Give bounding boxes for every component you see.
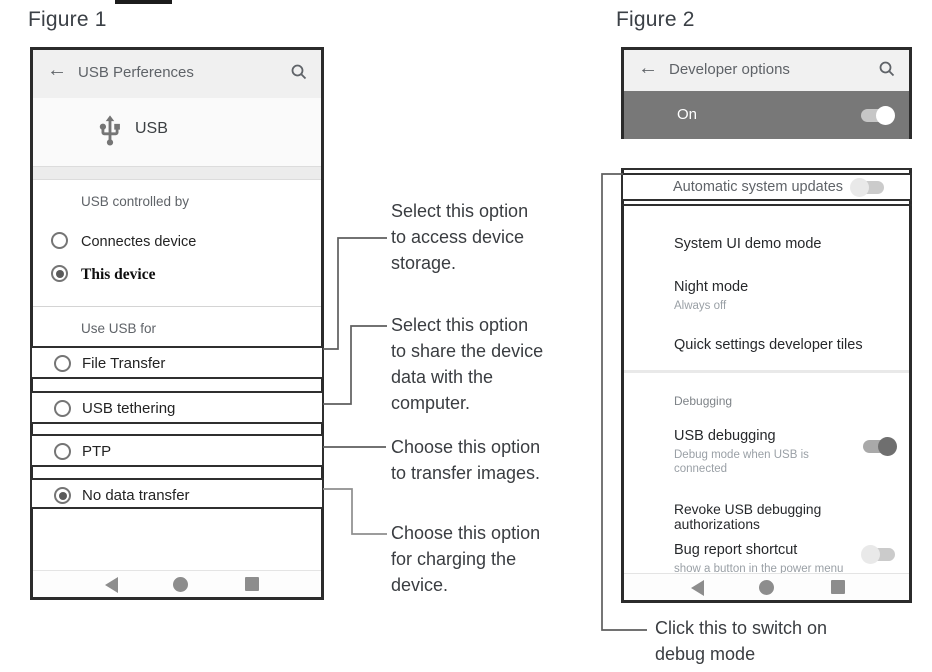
- radio-label: Connectes device: [81, 234, 197, 250]
- bug-report-shortcut-label: Bug report shortcut: [674, 542, 798, 558]
- screen-title: Developer options: [669, 61, 790, 78]
- callout-line: data with the: [391, 367, 494, 387]
- use-usb-for-label: Use USB for: [81, 321, 157, 336]
- developer-options-screen: ← Developer options On Automatic system …: [621, 47, 912, 603]
- android-nav-bar: [624, 573, 909, 600]
- callout-line: to transfer images.: [391, 463, 541, 483]
- callout-line: Select this option: [391, 315, 529, 335]
- on-label: On: [677, 106, 698, 123]
- callout-line: debug mode: [655, 644, 756, 664]
- divider: [624, 370, 909, 373]
- option-usb-tethering[interactable]: USB tethering: [30, 391, 324, 424]
- callout-file-transfer: Select this option to access device stor…: [391, 198, 528, 276]
- callout-line: storage.: [391, 253, 457, 273]
- option-no-data-transfer[interactable]: No data transfer: [30, 478, 324, 509]
- callout-line: to share the device: [391, 341, 544, 361]
- divider: [33, 306, 321, 307]
- android-nav-bar: [33, 570, 321, 597]
- radio-icon: [54, 355, 71, 372]
- radio-label: This device: [81, 266, 156, 283]
- debugging-section-label: Debugging: [674, 394, 733, 408]
- radio-icon: [54, 400, 71, 417]
- back-arrow-icon[interactable]: ←: [47, 59, 67, 81]
- figure1-title: Figure 1: [28, 8, 107, 31]
- app-bar: ← USB Perferences: [33, 50, 321, 98]
- cropped-artifact-line: [115, 0, 172, 4]
- night-mode-sublabel: Always off: [674, 300, 727, 312]
- toggle-knob: [850, 178, 869, 197]
- callout-no-data-transfer: Choose this option for charging the devi…: [391, 520, 540, 598]
- usb-banner-label: USB: [135, 120, 168, 137]
- automatic-system-updates-toggle[interactable]: [850, 178, 884, 197]
- app-bar: ← Developer options: [624, 50, 909, 91]
- bug-report-shortcut-sublabel: show a button in the power menu: [674, 563, 844, 575]
- usb-preferences-screen: ← USB Perferences USB USB controlled by …: [30, 47, 324, 600]
- usb-banner: USB: [33, 98, 321, 166]
- callout-ptp: Choose this option to transfer images.: [391, 434, 540, 486]
- option-label: No data transfer: [82, 487, 190, 504]
- nav-home-icon[interactable]: [173, 577, 188, 592]
- toggle-knob: [861, 545, 880, 564]
- callout-usb-tethering: Select this option to share the device d…: [391, 312, 543, 416]
- bug-report-shortcut-toggle[interactable]: [861, 545, 895, 564]
- developer-options-on-bar: On: [624, 91, 909, 139]
- automatic-system-updates-label: Automatic system updates: [673, 179, 844, 195]
- toggle-knob: [876, 106, 895, 125]
- automatic-system-updates-row[interactable]: Automatic system updates: [621, 173, 912, 201]
- section-divider-band: [33, 166, 321, 180]
- system-ui-demo-mode-item[interactable]: System UI demo mode: [674, 236, 822, 252]
- radio-selected-icon: [51, 265, 68, 282]
- usb-debugging-label: USB debugging: [674, 428, 776, 444]
- nav-recents-icon[interactable]: [245, 577, 259, 591]
- option-file-transfer[interactable]: File Transfer: [30, 346, 324, 379]
- back-arrow-icon[interactable]: ←: [638, 57, 658, 79]
- nav-back-icon[interactable]: [691, 580, 704, 596]
- option-label: PTP: [82, 443, 112, 460]
- quick-settings-developer-tiles-item[interactable]: Quick settings developer tiles: [674, 337, 863, 353]
- callout-line: Click this to switch on: [655, 618, 828, 638]
- night-mode-label: Night mode: [674, 279, 749, 295]
- usb-debugging-toggle[interactable]: [863, 437, 897, 456]
- toggle-knob: [878, 437, 897, 456]
- usb-trident-icon: [93, 110, 127, 152]
- callout-debug-mode: Click this to switch on debug mode: [655, 615, 827, 667]
- callout-line: to access device: [391, 227, 525, 247]
- callout-line: Choose this option: [391, 523, 541, 543]
- radio-icon: [54, 443, 71, 460]
- callout-line: Select this option: [391, 201, 529, 221]
- usb-controlled-by-label: USB controlled by: [81, 194, 190, 209]
- radio-selected-icon: [54, 487, 71, 504]
- radio-icon: [51, 232, 68, 249]
- revoke-usb-debugging-item[interactable]: Revoke USB debugging authorizations: [674, 502, 822, 532]
- content-box-border: [621, 204, 912, 206]
- nav-recents-icon[interactable]: [831, 580, 845, 594]
- nav-back-icon[interactable]: [105, 577, 118, 593]
- callout-line: device.: [391, 575, 449, 595]
- nav-home-icon[interactable]: [759, 580, 774, 595]
- search-icon[interactable]: [291, 64, 307, 80]
- callout-line: for charging the: [391, 549, 517, 569]
- developer-options-toggle[interactable]: [861, 106, 895, 125]
- search-icon[interactable]: [879, 61, 895, 77]
- screen-title: USB Perferences: [78, 64, 194, 81]
- spacer-box: [621, 139, 912, 170]
- option-ptp[interactable]: PTP: [30, 434, 324, 467]
- option-label: File Transfer: [82, 355, 166, 372]
- usb-debugging-sublabel: Debug mode when USB is connected: [674, 449, 809, 475]
- option-label: USB tethering: [82, 400, 176, 417]
- callout-line: Choose this option: [391, 437, 541, 457]
- figure2-title: Figure 2: [616, 8, 695, 31]
- callout-line: computer.: [391, 393, 471, 413]
